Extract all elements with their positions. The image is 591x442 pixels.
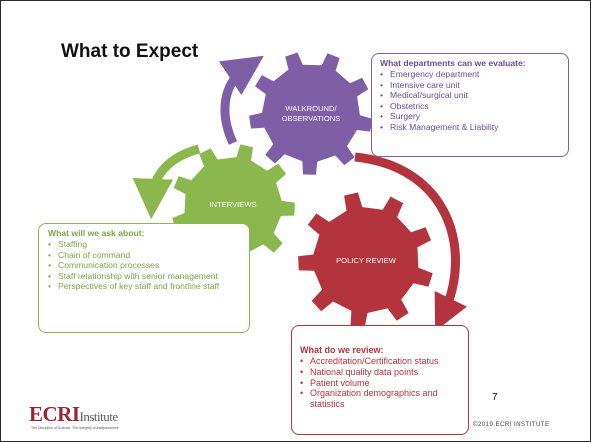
- slide-title: What to Expect: [61, 41, 199, 62]
- logo-tagline: The Discipline of Science. The Integrity…: [31, 426, 119, 430]
- list-item: Chain of command: [48, 250, 242, 261]
- list-item: Risk Management & Liability: [380, 122, 561, 133]
- list-item: Medical/surgical unit: [380, 90, 561, 101]
- walkround-label-line1: WALKROUND/: [285, 104, 337, 113]
- page-number: 7: [492, 392, 498, 403]
- list-item: Accreditation/Certification status: [300, 356, 461, 367]
- list-item: Emergency department: [380, 69, 561, 80]
- policy-review-gear-label: POLICY REVIEW: [336, 256, 396, 265]
- list-item: National quality data points: [300, 367, 461, 378]
- copyright-notice: ©2019 ECRI INSTITUTE: [473, 421, 550, 428]
- list-item: Obstetrics: [380, 101, 561, 112]
- questions-box: What will we ask about: Staffing Chain o…: [38, 223, 250, 333]
- logo-wordmark: ECRIInstitute: [29, 402, 118, 427]
- list-item: Communication processes: [48, 260, 242, 271]
- interviews-gear-label: INTERVIEWS: [209, 200, 257, 209]
- departments-heading: What departments can we evaluate:: [380, 58, 526, 68]
- review-box: What do we review: Accreditation/Certifi…: [291, 325, 469, 435]
- policy-review-gear: [298, 192, 433, 328]
- list-item: Staff relationship with senior managemen…: [48, 271, 242, 282]
- list-item: Patient volume: [300, 378, 461, 389]
- questions-list: Staffing Chain of command Communication …: [48, 239, 242, 292]
- list-item: Intensive care unit: [380, 80, 561, 91]
- list-item: Organization demographics and statistics: [300, 388, 461, 410]
- review-heading: What do we review:: [300, 345, 384, 355]
- purple-cycle-arrow: [218, 55, 264, 145]
- departments-box: What departments can we evaluate: Emerge…: [371, 53, 569, 157]
- walkround-label-line2: OBSERVATIONS: [281, 114, 341, 123]
- logo-secondary: Institute: [79, 409, 119, 424]
- questions-heading: What will we ask about:: [48, 228, 145, 238]
- walkround-gear-label: WALKROUND/ OBSERVATIONS: [273, 104, 349, 124]
- list-item: Surgery: [380, 111, 561, 122]
- walkround-gear: [249, 52, 373, 175]
- list-item: Perspectives of key staff and frontline …: [48, 281, 242, 292]
- red-cycle-arrow: [354, 152, 468, 332]
- green-cycle-arrow: [132, 144, 201, 220]
- ecri-institute-logo: ECRIInstitute The Discipline of Science.…: [29, 402, 219, 434]
- review-list: Accreditation/Certification status Natio…: [300, 356, 461, 410]
- logo-primary: ECRI: [29, 402, 80, 426]
- list-item: Staffing: [48, 239, 242, 250]
- departments-list: Emergency department Intensive care unit…: [380, 69, 561, 133]
